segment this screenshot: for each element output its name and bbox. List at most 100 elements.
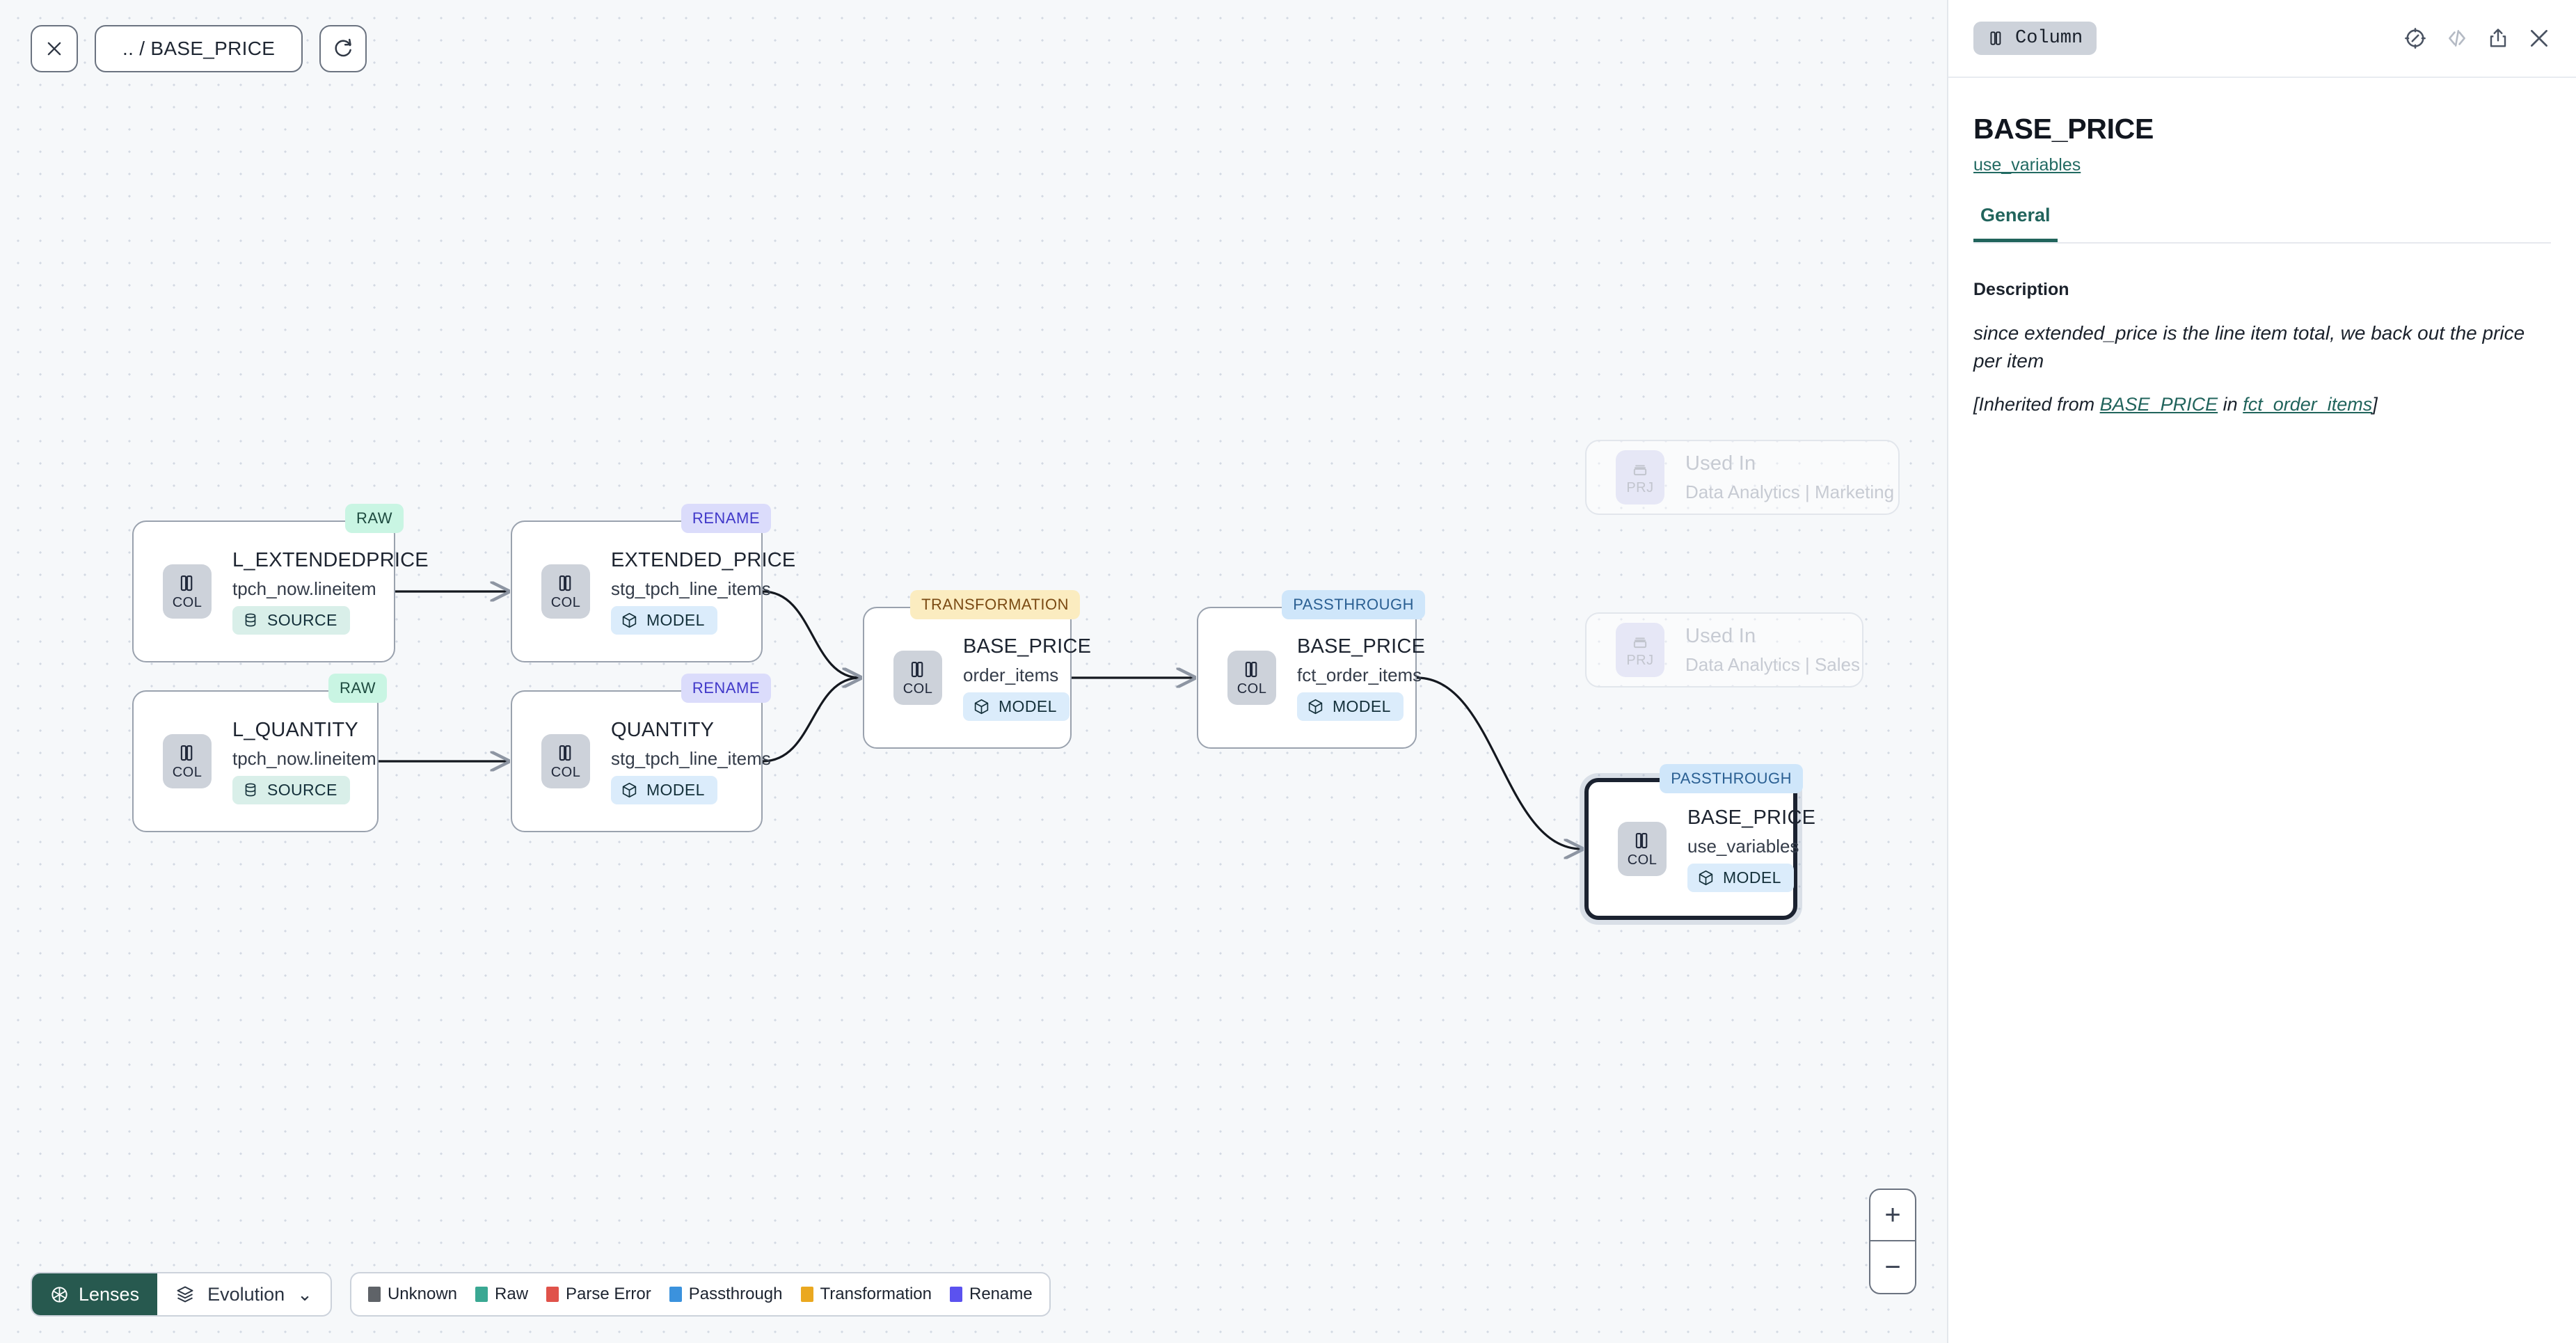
node-kind-label: COL: [550, 594, 581, 610]
panel-actions: [2403, 26, 2551, 50]
column-icon: [559, 575, 571, 591]
legend-label: Unknown: [387, 1285, 458, 1303]
node-kind-chip: COL: [1227, 651, 1276, 705]
legend-swatch: [367, 1287, 381, 1302]
legend-swatch: [950, 1287, 962, 1302]
node-subtitle: tpch_now.lineitem: [232, 747, 376, 769]
ghost-node-used-in-sales[interactable]: PRJ Used In Data Analytics | Sales: [1585, 612, 1863, 688]
view-code-icon[interactable]: [2445, 26, 2469, 50]
cube-icon: [622, 782, 637, 797]
node-kind-chip: COL: [163, 564, 212, 619]
node-kind-label: COL: [1237, 681, 1267, 697]
node-kind-label: COL: [1627, 852, 1657, 868]
node-materialization-label: MODEL: [646, 610, 705, 629]
node-kind-chip: COL: [893, 651, 942, 705]
legend-item: Transformation: [800, 1285, 932, 1304]
database-icon: [245, 613, 256, 627]
node-materialization-label: MODEL: [999, 697, 1057, 715]
node-badge-passthrough: PASSTHROUGH: [1282, 590, 1425, 619]
legend-swatch: [669, 1287, 682, 1302]
node-kind-label: COL: [172, 764, 202, 780]
node-body: Used In Data Analytics | Marketing: [1685, 452, 1894, 503]
legend-item: Raw: [475, 1285, 528, 1304]
legend-item: Unknown: [367, 1285, 458, 1304]
legend-item: Passthrough: [669, 1285, 783, 1304]
node-materialization-badge: MODEL: [611, 605, 717, 635]
node-title: L_EXTENDEDPRICE: [232, 548, 429, 571]
inherited-prefix: [Inherited from: [1973, 393, 2100, 415]
node-subtitle: tpch_now.lineitem: [232, 578, 376, 599]
zoom-in-button[interactable]: +: [1870, 1190, 1915, 1241]
node-kind-chip: PRJ: [1616, 623, 1664, 677]
node-badge-rename: RENAME: [681, 504, 771, 533]
node-badge-raw: RAW: [344, 504, 404, 533]
description-heading: Description: [1973, 280, 2069, 299]
node-materialization-badge: MODEL: [1687, 863, 1794, 892]
node-subtitle: use_variables: [1687, 835, 1799, 857]
node-kind-chip: COL: [541, 564, 590, 619]
inherited-model-link[interactable]: fct_order_items: [2243, 393, 2373, 415]
node-badge-passthrough: PASSTHROUGH: [1660, 764, 1803, 793]
inherited-note: [Inherited from BASE_PRICE in fct_order_…: [1973, 394, 2551, 415]
lineage-canvas[interactable]: .. / BASE_PRICE PRJ Used In Data Analyti…: [0, 0, 1947, 1343]
node-subtitle: Data Analytics | Marketing: [1685, 481, 1895, 502]
lenses-button[interactable]: Lenses: [32, 1273, 158, 1315]
ghost-node-used-in-marketing[interactable]: PRJ Used In Data Analytics | Marketing: [1585, 440, 1900, 515]
legend-label: Passthrough: [688, 1285, 783, 1303]
legend-item: Parse Error: [546, 1285, 651, 1304]
column-icon: [1245, 661, 1257, 677]
column-icon: [559, 745, 571, 761]
evolution-label: Evolution: [207, 1283, 285, 1305]
node-subtitle: stg_tpch_line_items: [611, 747, 771, 769]
chevron-down-icon: ⌄: [297, 1283, 312, 1305]
node-subtitle: stg_tpch_line_items: [611, 578, 771, 599]
legend-label: Rename: [969, 1285, 1033, 1303]
lenses-group: Lenses Evolution ⌄: [31, 1272, 332, 1317]
zoom-out-button[interactable]: −: [1884, 1251, 1901, 1282]
column-icon: [180, 745, 193, 761]
node-materialization-label: SOURCE: [267, 780, 337, 799]
column-icon: [911, 661, 923, 677]
lineage-legend: Unknown Raw Parse Error Passthrough Transfor…: [349, 1272, 1051, 1317]
node-materialization-label: MODEL: [1333, 697, 1391, 715]
close-panel-icon[interactable]: [2527, 26, 2551, 50]
node-materialization-label: MODEL: [646, 780, 705, 799]
node-badge-rename: RENAME: [681, 674, 771, 703]
node-subtitle: order_items: [963, 664, 1059, 685]
panel-tabs: General: [1973, 205, 2551, 244]
inherited-column-link[interactable]: BASE_PRICE: [2099, 393, 2218, 415]
node-materialization-label: SOURCE: [267, 610, 337, 629]
node-materialization-badge: SOURCE: [232, 605, 350, 635]
column-icon: [180, 575, 193, 591]
page-title: BASE_PRICE: [1973, 113, 2154, 145]
node-badge-raw: RAW: [328, 674, 387, 703]
cube-icon: [622, 612, 637, 628]
close-canvas-button[interactable]: [31, 25, 78, 72]
node-kind-label: COL: [903, 681, 933, 697]
entity-type-chip: Column: [1973, 22, 2097, 55]
node-materialization-label: MODEL: [1723, 868, 1781, 887]
node-title: BASE_PRICE: [1687, 806, 1816, 829]
cube-icon: [1699, 870, 1713, 885]
evolution-dropdown[interactable]: Evolution ⌄: [157, 1273, 331, 1315]
entity-type-label: Column: [2015, 28, 2083, 49]
share-icon[interactable]: [2487, 27, 2509, 49]
explore-compass-icon[interactable]: [2403, 26, 2427, 50]
node-kind-chip: PRJ: [1616, 450, 1664, 504]
parent-model-link[interactable]: use_variables: [1973, 155, 2081, 175]
breadcrumb[interactable]: .. / BASE_PRICE: [95, 25, 303, 72]
tab-general[interactable]: General: [1973, 205, 2058, 242]
refresh-button[interactable]: [319, 25, 367, 72]
